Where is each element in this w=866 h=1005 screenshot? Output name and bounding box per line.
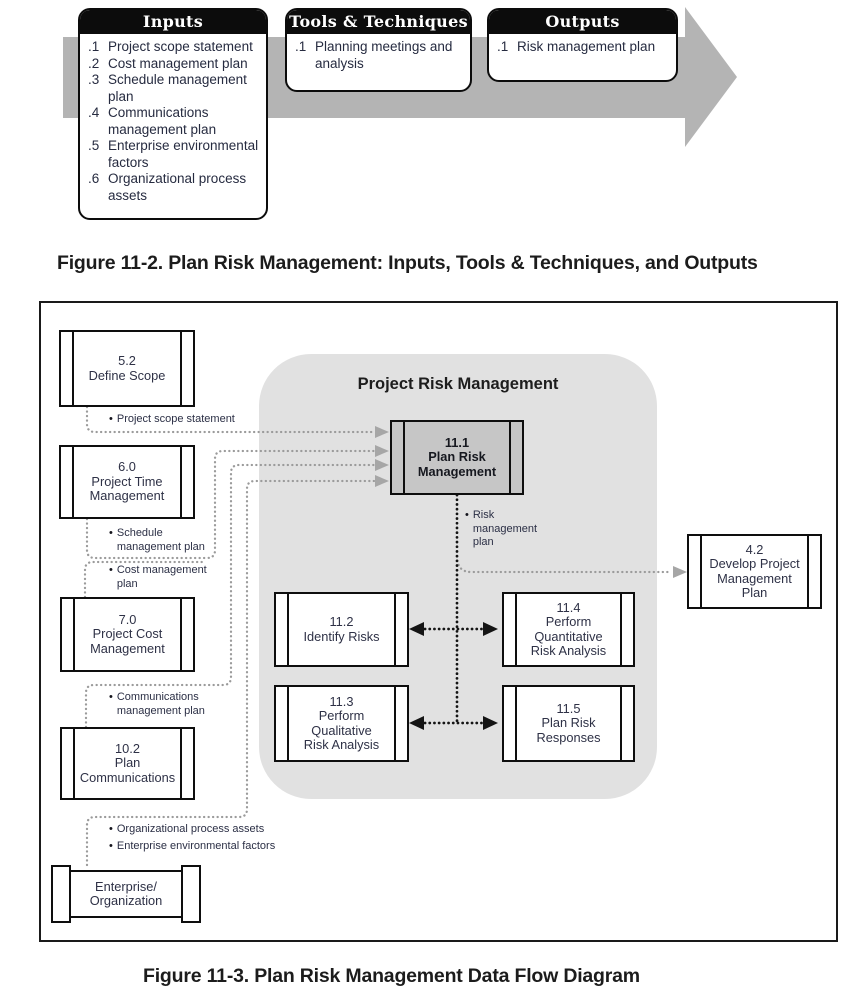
itto-item-number: .6	[88, 171, 100, 186]
itto-item-text: Enterprise environmental factors	[108, 138, 259, 170]
itto-item-number: .1	[88, 39, 100, 54]
data-flow-lines	[83, 405, 687, 867]
bullet-icon: •	[109, 564, 113, 576]
arrowhead-to-11-5	[483, 716, 498, 730]
bullet-icon: •	[109, 413, 113, 425]
itto-tools-header: Tools & Techniques	[287, 10, 470, 34]
label-communications-management-plan: • Communications management plan	[109, 691, 205, 717]
enterprise-left-pillar	[51, 865, 71, 923]
itto-item: .1 Risk management plan	[497, 39, 670, 56]
itto-item: .1 Planning meetings and analysis	[295, 39, 464, 72]
label-organizational-process-assets: • Organizational process assets	[109, 823, 265, 835]
node-enterprise-organization: Enterprise/ Organization	[69, 870, 183, 918]
node-plan-risk-management: 11.1 Plan Risk Management	[390, 420, 524, 495]
itto-item-number: .1	[295, 39, 307, 54]
figure-11-3-caption: Figure 11-3. Plan Risk Management Data F…	[143, 965, 640, 987]
label-project-scope-statement: • Project scope statement	[109, 413, 235, 425]
itto-item: .6 Organizational process assets	[88, 171, 260, 204]
itto-inputs-list: .1 Project scope statement .2 Cost manageme…	[80, 34, 266, 204]
flow-risk-plan-out-line	[455, 554, 673, 574]
figure-11-3-data-flow-diagram: Project Risk Management	[39, 301, 838, 942]
arrowhead-into-4-2	[673, 566, 687, 578]
flow-schedule-line	[85, 449, 376, 560]
bullet-icon: •	[465, 509, 469, 521]
itto-item: .2 Cost management plan	[88, 56, 260, 73]
itto-outputs-box: Outputs .1 Risk management plan	[487, 8, 678, 82]
arrowhead-into-11-1-a	[375, 426, 389, 438]
itto-item-text: Communications management plan	[108, 105, 217, 137]
itto-inputs-header: Inputs	[80, 10, 266, 34]
arrowhead-to-11-2	[409, 622, 424, 636]
node-plan-risk-responses: 11.5 Plan Risk Responses	[502, 685, 635, 762]
arrowhead-to-11-4	[483, 622, 498, 636]
figure-11-2-caption: Figure 11-2. Plan Risk Management: Input…	[57, 252, 758, 274]
node-perform-qualitative-risk-analysis: 11.3 Perform Qualitative Risk Analysis	[274, 685, 409, 762]
itto-item-number: .1	[497, 39, 509, 54]
project-risk-management-title: Project Risk Management	[357, 375, 559, 393]
arrowhead-into-11-1-b	[375, 445, 389, 457]
node-project-cost-management: 7.0 Project Cost Management	[60, 597, 195, 672]
flow-opa-eef-line	[85, 479, 376, 867]
itto-outputs-header: Outputs	[489, 10, 676, 34]
itto-item: .4 Communications management plan	[88, 105, 260, 138]
itto-item-text: Cost management plan	[108, 55, 248, 71]
arrowhead-into-11-1-d	[375, 475, 389, 487]
itto-item-number: .4	[88, 105, 100, 120]
itto-item: .3 Schedule management plan	[88, 72, 260, 105]
itto-item-number: .5	[88, 138, 100, 153]
itto-tools-box: Tools & Techniques .1 Planning meetings a…	[285, 8, 472, 92]
itto-tools-list: .1 Planning meetings and analysis	[287, 34, 470, 72]
itto-item: .5 Enterprise environmental factors	[88, 138, 260, 171]
flow-communications-line	[84, 463, 376, 729]
node-develop-project-management-plan: 4.2 Develop Project Management Plan	[687, 534, 822, 609]
node-perform-quantitative-risk-analysis: 11.4 Perform Quantitative Risk Analysis	[502, 592, 635, 667]
flow-cost-line	[83, 560, 207, 599]
itto-item-text: Organizational process assets	[108, 171, 247, 203]
figure-11-2-itto: Inputs .1 Project scope statement .2 Cost m…	[0, 0, 866, 290]
itto-outputs-list: .1 Risk management plan	[489, 34, 676, 56]
bullet-icon: •	[109, 527, 113, 539]
arrowhead-to-11-3	[409, 716, 424, 730]
label-schedule-management-plan: • Schedule management plan	[109, 527, 205, 553]
itto-inputs-box: Inputs .1 Project scope statement .2 Cost m…	[78, 8, 268, 220]
itto-item-text: Planning meetings and analysis	[315, 39, 453, 71]
node-identify-risks: 11.2 Identify Risks	[274, 592, 409, 667]
flow-scope-line	[85, 405, 376, 434]
itto-item-number: .2	[88, 55, 100, 71]
itto-item: .1 Project scope statement	[88, 39, 260, 56]
label-cost-management-plan: • Cost management plan	[109, 564, 207, 590]
itto-item-text: Risk management plan	[517, 39, 656, 54]
bullet-icon: •	[109, 840, 113, 852]
node-project-time-management: 6.0 Project Time Management	[59, 445, 195, 519]
arrowhead-into-11-1-c	[375, 459, 389, 471]
label-risk-management-plan: • Risk management plan	[465, 509, 538, 548]
bullet-icon: •	[109, 691, 113, 703]
itto-item-text: Project scope statement	[108, 39, 253, 54]
node-plan-communications: 10.2 Plan Communications	[60, 727, 195, 800]
node-define-scope: 5.2 Define Scope	[59, 330, 195, 407]
enterprise-right-pillar	[181, 865, 201, 923]
itto-item-text: Schedule management plan	[108, 72, 247, 104]
itto-item-number: .3	[88, 72, 100, 87]
label-enterprise-environmental-factors: • Enterprise environmental factors	[109, 840, 276, 852]
bullet-icon: •	[109, 823, 113, 835]
